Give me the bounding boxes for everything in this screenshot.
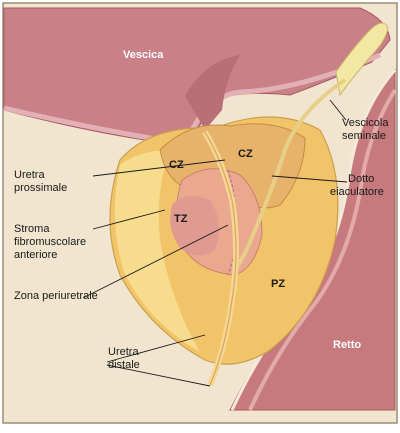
label-proximal-urethra-line2: prossimale bbox=[14, 182, 67, 194]
rectum-label: Retto bbox=[333, 339, 361, 351]
bladder-label: Vescica bbox=[123, 49, 164, 61]
label-anterior-stroma-line1: Stroma bbox=[14, 223, 50, 235]
zone-label-tz: TZ bbox=[174, 213, 188, 225]
label-anterior-stroma-line3: anteriore bbox=[14, 249, 57, 261]
label-anterior-stroma-line2: fibromuscolare bbox=[14, 236, 86, 248]
zone-label-cz-right: CZ bbox=[238, 148, 253, 160]
label-ejaculatory-duct-line1: Dotto bbox=[348, 173, 374, 185]
label-periurethral-zone: Zona periuretrale bbox=[14, 290, 98, 302]
label-seminal-vesicle-line1: Vescicola bbox=[342, 117, 389, 129]
label-ejaculatory-duct-line2: eiaculatore bbox=[330, 186, 384, 198]
label-seminal-vesicle-line2: seminale bbox=[342, 130, 386, 142]
zone-label-pz: PZ bbox=[271, 278, 285, 290]
label-proximal-urethra-line1: Uretra bbox=[14, 169, 45, 181]
zone-label-cz-left: CZ bbox=[169, 159, 184, 171]
label-distal-urethra-line2: distale bbox=[108, 359, 140, 371]
label-distal-urethra-line1: Uretra bbox=[108, 346, 139, 358]
